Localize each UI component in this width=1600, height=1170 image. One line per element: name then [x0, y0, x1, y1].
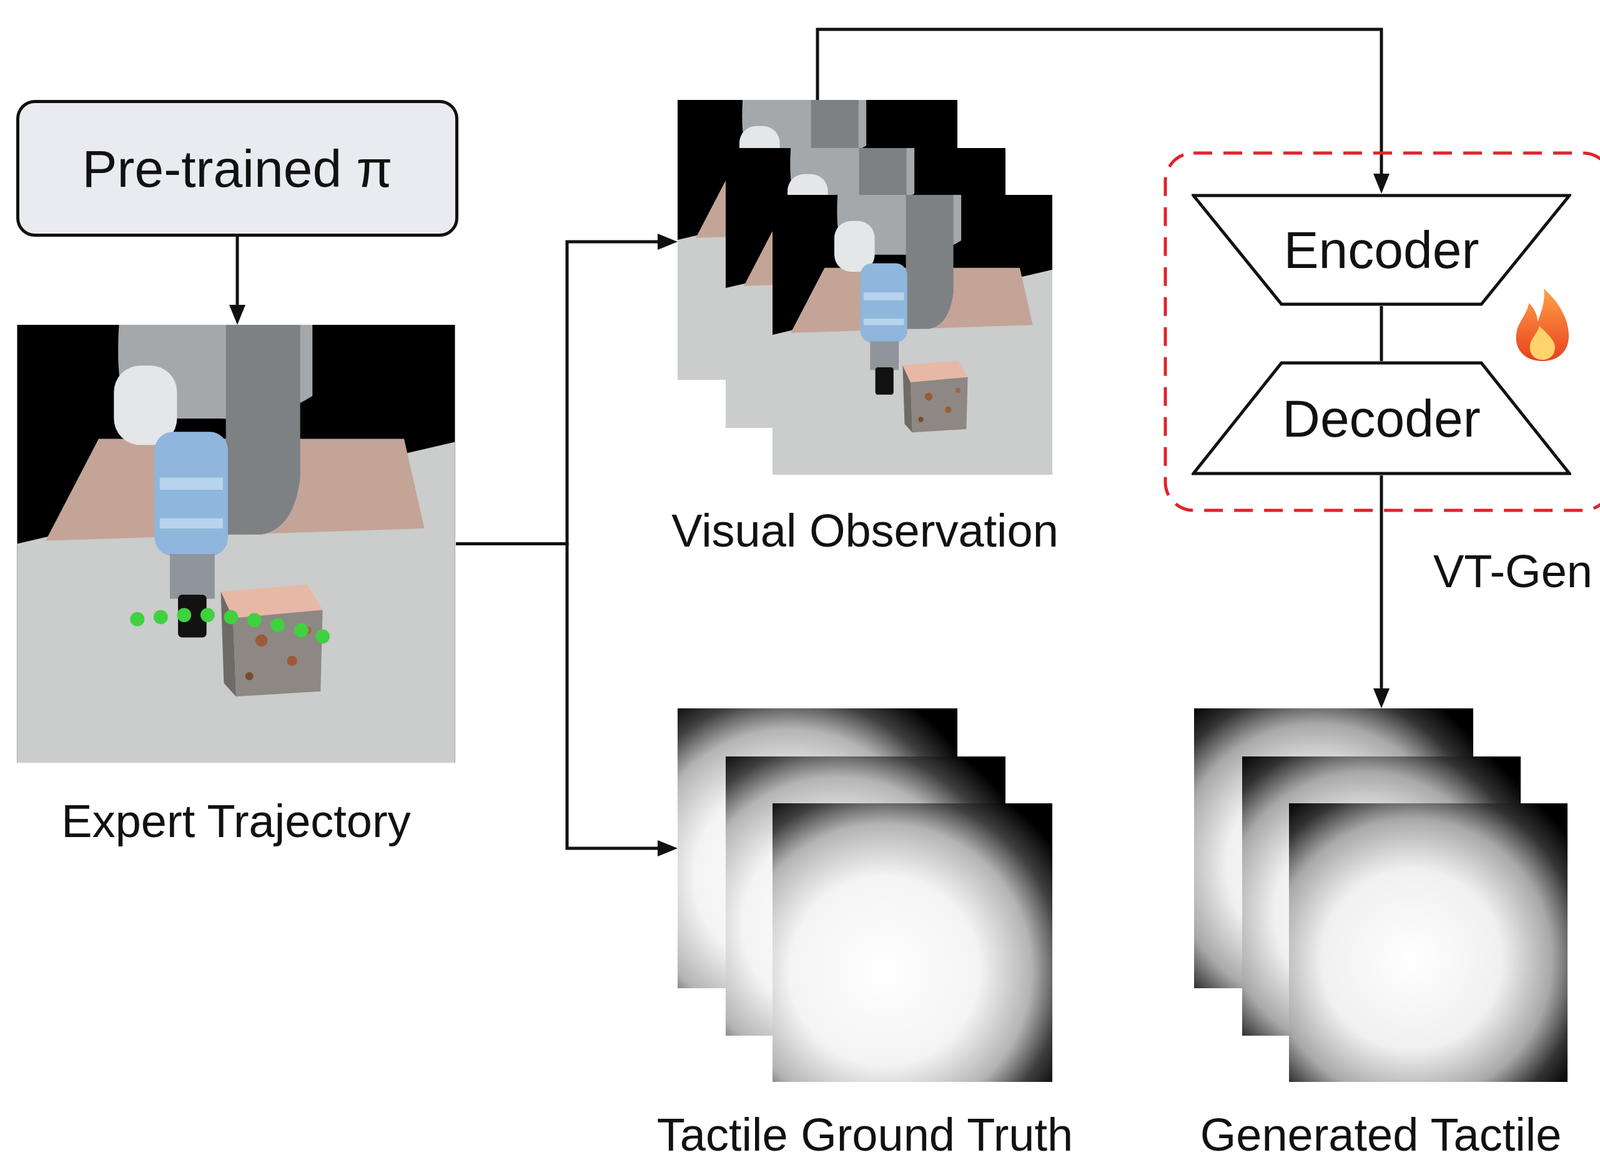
vt-gen-group: VT-GenEncoderDecoder — [1163, 151, 1600, 513]
connector-arrow — [455, 233, 678, 544]
arrow-head — [1373, 173, 1390, 194]
encoder-block: Encoder — [1191, 193, 1572, 307]
illustration-part — [772, 194, 1053, 475]
connector-arrow — [817, 29, 1390, 194]
illustration-part — [129, 607, 330, 644]
expert-image — [17, 324, 456, 763]
caption-label: Generated Tactile — [1200, 1111, 1562, 1158]
expert-trajectory-image: Expert Trajectory — [16, 324, 456, 763]
connector-line — [455, 241, 661, 544]
block-label: Decoder — [1282, 392, 1481, 445]
illustration-part — [17, 324, 456, 763]
arrow-head — [229, 304, 246, 325]
trapezoid-shape — [1193, 195, 1570, 305]
decoder-block: Decoder — [1191, 360, 1572, 476]
illustration-part — [1516, 288, 1569, 361]
arrow-head — [657, 839, 678, 857]
illustration-part — [1288, 803, 1568, 1082]
connector-arrow — [1381, 306, 1383, 361]
policy-box: Pre-trained π — [16, 99, 459, 237]
arrow-head — [657, 233, 678, 250]
connector-line — [1380, 475, 1384, 691]
dashed-rect — [1165, 153, 1600, 511]
caption-label: Tactile Ground Truth — [656, 1111, 1073, 1158]
visual-observation-stack: Visual Observation — [677, 99, 1053, 474]
illustration-part — [1530, 325, 1556, 360]
connector-arrow — [229, 236, 246, 325]
arrow-head — [1373, 688, 1390, 709]
fire-icon — [1516, 288, 1569, 361]
caption-label: VT-Gen — [1433, 548, 1593, 595]
illustration-part — [772, 803, 1053, 1082]
tactile-gt-frames — [677, 708, 1053, 1082]
connector-line — [236, 236, 240, 308]
generated-tactile-stack: Generated Tactile — [1194, 708, 1568, 1082]
tactile-ground-truth-stack: Tactile Ground Truth — [677, 708, 1053, 1082]
trapezoid-shape — [1193, 362, 1570, 474]
connector-line — [1380, 306, 1384, 361]
block-label: Pre-trained π — [82, 142, 393, 195]
block-label: Encoder — [1283, 223, 1480, 277]
connector-line — [455, 543, 661, 849]
visual-frames — [677, 99, 1053, 475]
tactile-gen-frames — [1194, 708, 1568, 1082]
caption-label: Expert Trajectory — [61, 798, 411, 845]
caption-label: Visual Observation — [671, 507, 1059, 554]
connector-arrow — [455, 543, 678, 857]
